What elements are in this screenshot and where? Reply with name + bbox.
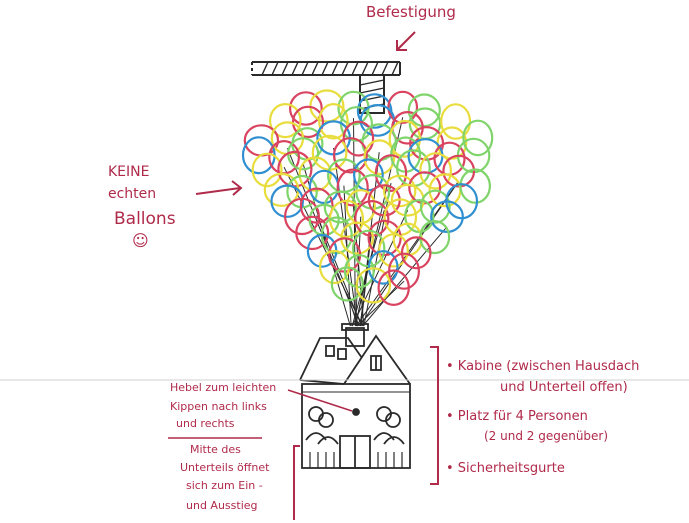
balloon bbox=[442, 154, 476, 188]
passengers bbox=[305, 406, 405, 445]
balloon bbox=[323, 190, 357, 224]
belts-label: • Sicherheitsgurte bbox=[446, 461, 565, 476]
lever-label-line2: Kippen nach links bbox=[170, 400, 267, 413]
seats-label-line1: • Platz für 4 Personen bbox=[446, 409, 588, 424]
balloon-cluster bbox=[241, 89, 494, 307]
balloons-arrow bbox=[195, 180, 243, 196]
balloon bbox=[387, 90, 419, 124]
balloon bbox=[318, 103, 349, 140]
mount-label: Befestigung bbox=[366, 3, 456, 21]
right-bracket bbox=[430, 346, 439, 485]
balloon bbox=[355, 267, 392, 304]
balloon bbox=[378, 233, 409, 268]
balloon bbox=[330, 266, 364, 302]
balloon bbox=[419, 189, 451, 224]
balloon bbox=[363, 139, 396, 176]
roof-right bbox=[343, 334, 411, 385]
balloon bbox=[295, 215, 330, 251]
balloon bbox=[419, 152, 453, 190]
cabin-label-line1: • Kabine (zwischen Hausdach bbox=[446, 359, 640, 374]
balloon bbox=[343, 254, 375, 289]
balloon bbox=[462, 119, 494, 157]
lever-label-line1: Hebel zum leichten bbox=[170, 381, 277, 394]
door-label-line3: sich zum Ein - bbox=[186, 479, 263, 492]
balloon bbox=[459, 168, 491, 204]
seats-label-line2: (2 und 2 gegenüber) bbox=[484, 429, 609, 443]
balloon bbox=[336, 168, 369, 207]
door-label-line2: Unterteils öffnet bbox=[180, 461, 270, 474]
balloon bbox=[430, 200, 464, 233]
door-label-line4: und Ausstieg bbox=[186, 499, 258, 512]
balloon bbox=[298, 156, 332, 192]
smiley-icon: ☺ bbox=[132, 231, 149, 250]
cabin-label-line2: und Unterteil offen) bbox=[500, 380, 628, 395]
roof-left bbox=[299, 337, 363, 381]
balloon bbox=[440, 103, 472, 140]
lever-label-line3: und rechts bbox=[176, 417, 235, 430]
mount-bar-hatch bbox=[261, 61, 399, 76]
balloon bbox=[407, 93, 441, 128]
balloon bbox=[291, 105, 325, 139]
balloon bbox=[367, 219, 402, 257]
left-bracket bbox=[293, 445, 300, 520]
house bbox=[299, 323, 411, 469]
balloon bbox=[388, 119, 421, 158]
balloon-string bbox=[356, 280, 405, 327]
lever-pointer bbox=[287, 389, 353, 412]
balloon bbox=[251, 152, 283, 188]
balloon bbox=[289, 91, 323, 126]
mount-arrow bbox=[396, 31, 416, 51]
balloon bbox=[277, 150, 313, 188]
balloon bbox=[268, 102, 302, 139]
door-label-line1: Mitte des bbox=[190, 443, 241, 456]
balloon bbox=[284, 197, 321, 236]
balloon bbox=[408, 171, 442, 205]
balloon bbox=[374, 154, 408, 193]
not-real-label-line2: echten bbox=[108, 186, 157, 202]
balloon bbox=[332, 137, 368, 174]
not-real-label-line1: KEINE bbox=[108, 164, 150, 180]
balloon bbox=[377, 269, 410, 307]
balloon bbox=[391, 111, 424, 145]
balloon bbox=[367, 250, 399, 285]
not-real-label-line3: Ballons bbox=[114, 209, 176, 229]
balloon bbox=[270, 184, 304, 218]
balloon-string bbox=[359, 152, 380, 327]
